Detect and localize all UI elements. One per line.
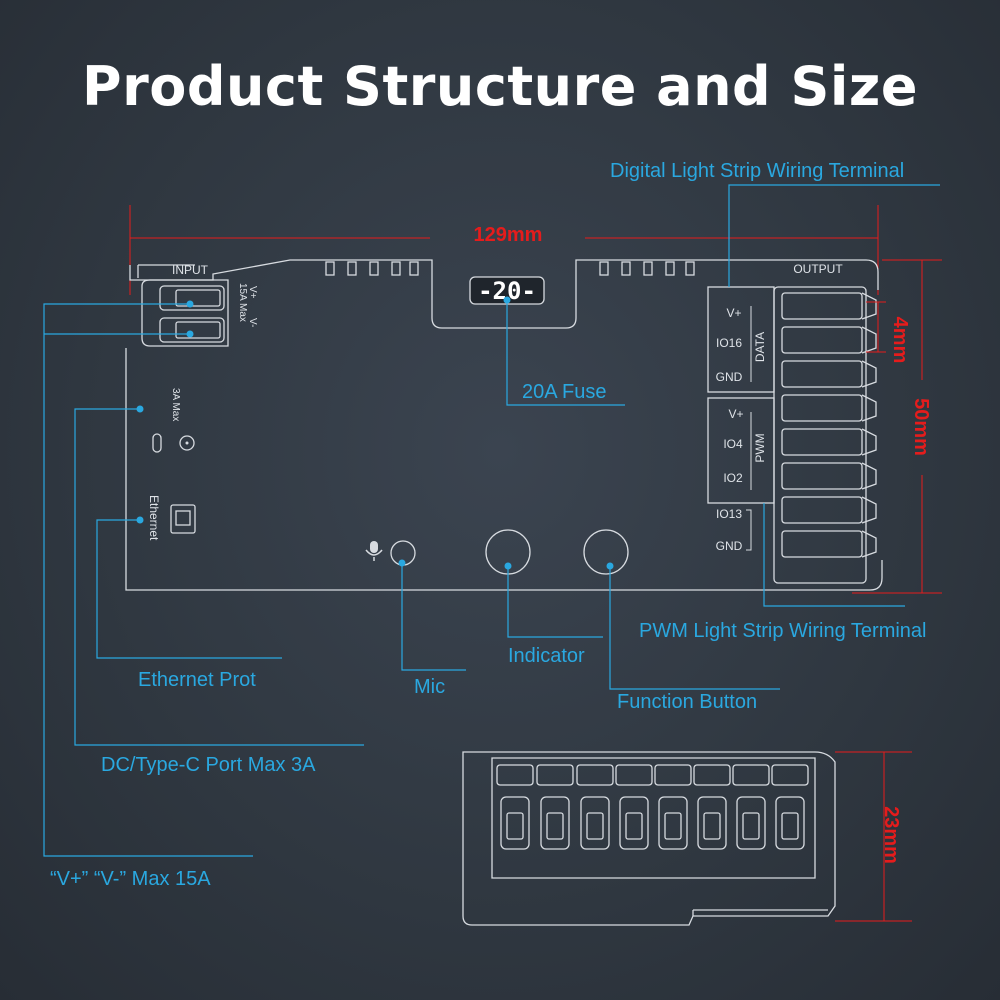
- data-group-label: DATA: [753, 332, 767, 362]
- connector-slots: [496, 764, 809, 850]
- depth-label: 23mm: [880, 806, 902, 864]
- height-label: 50mm: [910, 398, 932, 456]
- dc-port-callout: DC/Type-C Port Max 3A: [101, 754, 316, 776]
- callout-leaders: [43, 184, 940, 857]
- page-title: Product Structure and Size: [82, 55, 918, 118]
- side-view: [462, 751, 836, 926]
- v-plus-label: V+: [247, 286, 258, 299]
- pitch-dimension: 4mm: [866, 301, 911, 364]
- output-terminal-block: V+ IO16 GND DATA V+ IO4 IO2 PWM IO13 GND: [707, 286, 877, 584]
- fuse-callout: 20A Fuse: [522, 381, 607, 403]
- digital-terminal-callout: Digital Light Strip Wiring Terminal: [610, 160, 904, 182]
- pwm-pin-5: GND: [716, 539, 743, 553]
- depth-dimension: 23mm: [835, 751, 912, 922]
- input-terminal: 15A Max V+ V-: [141, 279, 258, 347]
- board-outline: INPUT OUTPUT: [125, 259, 883, 591]
- input-rating-label: 15A Max: [237, 283, 248, 322]
- pitch-label: 4mm: [889, 317, 911, 364]
- ethernet-port-icon: [170, 504, 196, 534]
- function-button-callout: Function Button: [617, 691, 757, 713]
- v-minus-label: V-: [247, 318, 258, 327]
- height-dimension: 50mm: [852, 259, 942, 594]
- dc-rating-label: 3A Max: [170, 388, 181, 421]
- heatsink-slots-right: [599, 261, 695, 276]
- data-group-box: [707, 286, 775, 393]
- pwm-terminal-callout: PWM Light Strip Wiring Terminal: [639, 620, 926, 642]
- ethernet-callout: Ethernet Prot: [138, 669, 256, 691]
- pwm-pin-4: IO13: [716, 507, 742, 521]
- width-dimension: 129mm: [129, 205, 879, 295]
- ethernet-area: Ethernet: [147, 495, 196, 541]
- input-label: INPUT: [172, 263, 209, 277]
- pwm-pin-3: IO2: [723, 471, 743, 485]
- terminal-slots: [781, 292, 863, 558]
- ethernet-board-label: Ethernet: [147, 495, 161, 541]
- dc-port-area: 3A Max: [152, 388, 195, 453]
- data-pin-1: V+: [726, 306, 741, 320]
- data-pin-2: IO16: [716, 336, 742, 350]
- pwm-group-label: PWM: [753, 433, 767, 462]
- dc-jack: [179, 435, 195, 451]
- width-label: 129mm: [474, 224, 543, 246]
- data-pin-3: GND: [716, 370, 743, 384]
- indicator-callout: Indicator: [508, 645, 585, 667]
- terminal-levers: [861, 292, 877, 558]
- mic-icon: [365, 541, 383, 561]
- type-c-port: [152, 433, 162, 453]
- mic-callout: Mic: [414, 676, 445, 698]
- pwm-pin-2: IO4: [723, 437, 743, 451]
- power-input-callout: “V+” “V-” Max 15A: [50, 868, 211, 890]
- pwm-group-box: [707, 397, 775, 504]
- heatsink-slots-left: [325, 261, 419, 276]
- function-button[interactable]: [583, 529, 629, 575]
- pwm-pin-1: V+: [728, 407, 743, 421]
- output-label: OUTPUT: [793, 262, 843, 276]
